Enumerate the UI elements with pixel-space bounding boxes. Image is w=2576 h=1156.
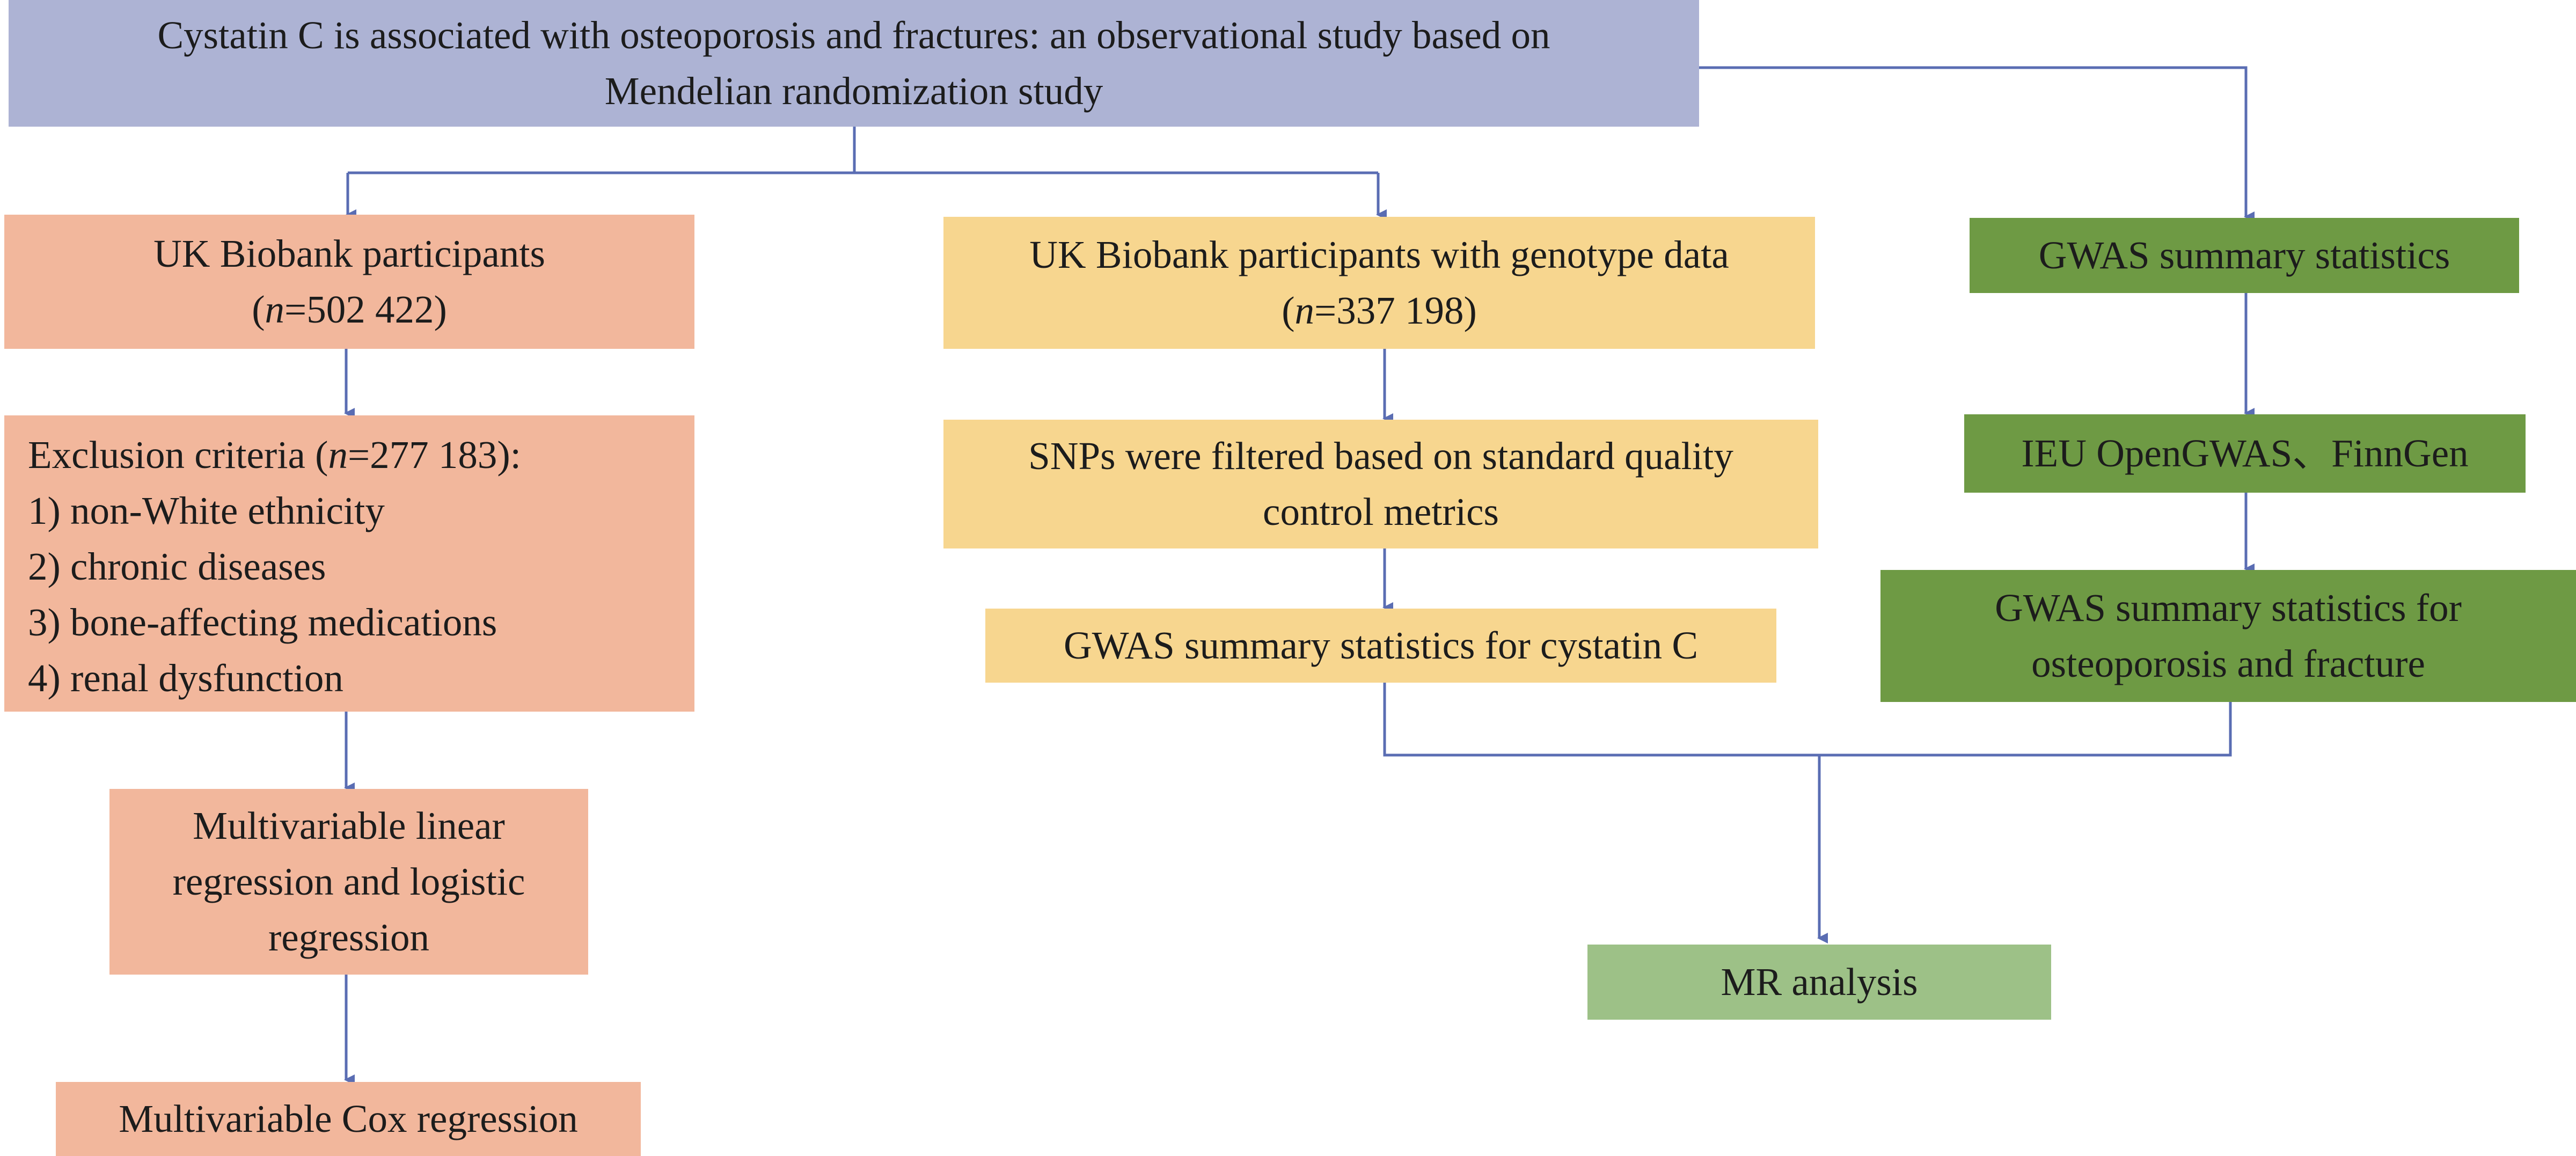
connector-title-to-gwas	[1699, 66, 2255, 222]
snp-filter-line-1: SNPs were filtered based on standard qua…	[1028, 434, 1733, 478]
cox-regression-box: Multivariable Cox regression	[56, 1082, 641, 1156]
exclusion-item-1: 1) non-White ethnicity	[28, 489, 385, 532]
regression-line-2: regression and logistic	[172, 860, 525, 903]
snp-filter-line-2: control metrics	[1263, 490, 1499, 533]
mr-analysis-label: MR analysis	[1721, 960, 1918, 1004]
exclusion-item-2: 2) chronic diseases	[28, 545, 326, 588]
cox-regression-label: Multivariable Cox regression	[119, 1097, 578, 1140]
study-title-box: Cystatin C is associated with osteoporos…	[9, 0, 1699, 127]
multivariable-regression-box: Multivariable linear regression and logi…	[109, 789, 588, 975]
gwas-summary-box: GWAS summary statistics	[1970, 218, 2519, 293]
gwas-outcome-box: GWAS summary statistics for osteoporosis…	[1880, 570, 2576, 702]
gwas-sources-box: IEU OpenGWAS、FinnGen	[1964, 414, 2526, 493]
gwas-sources-label: IEU OpenGWAS、FinnGen	[2021, 431, 2469, 475]
gwas-summary-label: GWAS summary statistics	[2038, 233, 2450, 277]
gwas-outcome-line-1: GWAS summary statistics for	[1995, 586, 2462, 630]
uk-biobank-participants-count: (n=502 422)	[252, 288, 447, 331]
exclusion-criteria-box: Exclusion criteria (n=277 183): 1) non-W…	[4, 415, 694, 712]
genotype-participants-label: UK Biobank participants with genotype da…	[1029, 233, 1729, 276]
genotype-participants-box: UK Biobank participants with genotype da…	[943, 217, 1815, 349]
regression-line-3: regression	[268, 916, 430, 959]
mr-analysis-box: MR analysis	[1587, 945, 2051, 1020]
exclusion-criteria-header: Exclusion criteria (n=277 183):	[28, 433, 521, 477]
study-title-line-2: Mendelian randomization study	[604, 69, 1103, 113]
exclusion-item-3: 3) bone-affecting medications	[28, 601, 497, 644]
gwas-outcome-line-2: osteoporosis and fracture	[2031, 642, 2425, 685]
uk-biobank-participants-box: UK Biobank participants (n=502 422)	[4, 215, 694, 349]
uk-biobank-participants-label: UK Biobank participants	[153, 232, 545, 275]
genotype-participants-count: (n=337 198)	[1282, 289, 1477, 332]
gwas-cystatin-box: GWAS summary statistics for cystatin C	[985, 609, 1776, 683]
regression-line-1: Multivariable linear	[193, 804, 505, 847]
gwas-cystatin-label: GWAS summary statistics for cystatin C	[1063, 624, 1699, 667]
snp-filter-box: SNPs were filtered based on standard qua…	[943, 420, 1818, 548]
study-title-line-1: Cystatin C is associated with osteoporos…	[157, 13, 1550, 57]
exclusion-item-4: 4) renal dysfunction	[28, 656, 343, 700]
